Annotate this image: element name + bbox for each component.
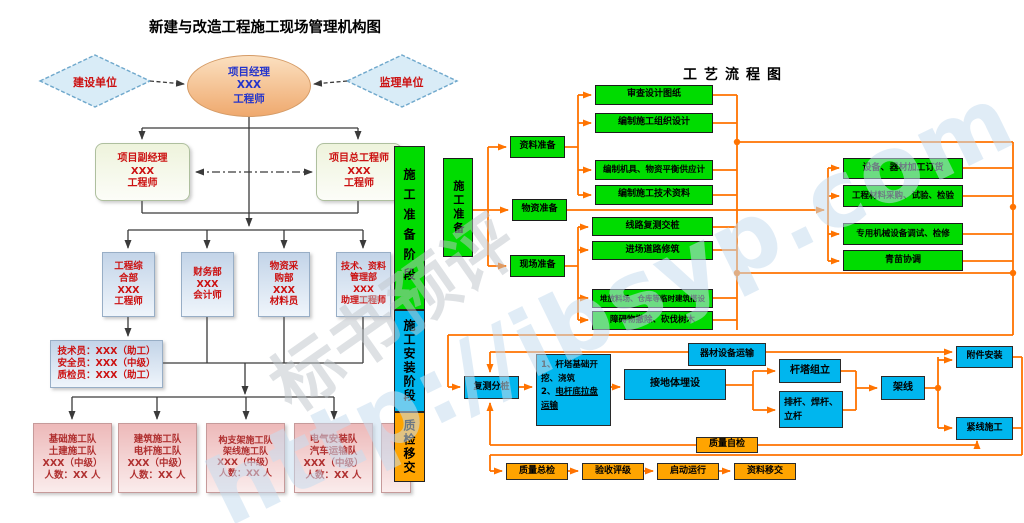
flow-obstacle-removal: 障碍物撤除、砍伐树木	[592, 311, 713, 330]
flow-temporary-facilities: 堆放料场、仓库等临时建筑搭设	[592, 289, 713, 308]
flow-construction-org-design: 编制施工组织设计	[595, 113, 713, 133]
flow-grounding: 接地体埋设	[624, 369, 726, 400]
project-manager-node: 项目经理 XXX 工程师	[187, 55, 311, 117]
flow-data-prep: 资料准备	[510, 136, 565, 158]
flow-resurvey-pits: 复测分桩	[464, 376, 519, 399]
dept-technical-records: 技术、资料 管理部 XXX 助理工程师	[336, 252, 391, 317]
flow-stringing: 架线	[881, 376, 925, 400]
flow-acceptance-rating: 验收评级	[582, 463, 644, 480]
flow-access-road: 进场道路修筑	[592, 241, 713, 260]
chief-engineer-node: 项目总工程师 XXX 工程师	[316, 143, 402, 201]
supervision-unit-label: 监理单位	[379, 76, 424, 89]
flow-pole-erection: 排杆、焊杆、 立杆	[779, 391, 843, 428]
flow-startup-operation: 启动运行	[657, 463, 719, 480]
flow-equipment-transport: 器材设备运输	[688, 343, 766, 366]
flow-construction-prep: 施工准备	[443, 158, 473, 257]
dept-material-procurement: 物资采 购部 XXX 材料员	[258, 252, 310, 317]
dept-general-engineering: 工程综 合部 XXX 工程师	[102, 252, 155, 317]
supervision-unit-diamond	[345, 54, 459, 108]
team-building: 建筑施工队 电杆施工队 XXX（中级） 人数：XX 人	[118, 423, 197, 493]
flow-equipment-ordering: 设备、器材加工订货	[843, 158, 963, 179]
phase-bar-handover: 质检移交	[394, 412, 425, 482]
flow-machinery-debug: 专用机械设备调试、检修	[843, 223, 963, 245]
phase-bar-installation: 施工安装阶段	[394, 310, 425, 412]
deputy-manager-node: 项目副经理 XXX 工程师	[95, 143, 190, 201]
flow-equipment-supply-plan: 编制机具、物资平衡供应计	[595, 160, 713, 180]
flow-chart-title: 工艺流程图	[683, 67, 788, 83]
team-frame-stringing: 构支架施工队 架线施工队 XXX（中级） 人数：XX 人	[206, 423, 285, 493]
flow-line-resurvey-stakes: 线路复测交桩	[592, 217, 713, 236]
team-electrical: 电气安装队 汽车运输队 XXX（中级） 人数：XX 人	[294, 423, 373, 493]
team-foundation: 基础施工队 土建施工队 XXX（中级） 人数：XX 人	[33, 423, 112, 493]
org-chart-title: 新建与改造工程施工现场管理机构图	[149, 20, 381, 36]
flow-quality-final-check: 质量总检	[506, 463, 568, 480]
flow-tower-assembly: 杆塔组立	[779, 359, 841, 383]
phase-bar-preparation: 施工准备阶段	[394, 146, 425, 310]
flow-material-purchase-test: 工程材料采购、试验、检验	[843, 185, 963, 207]
dept-finance: 财务部 XXX 会计师	[181, 252, 234, 317]
staff-list-box: 技术员：XXX（助工） 安全员：XXX（中级） 质检员：XXX（助工）	[50, 340, 163, 388]
flow-document-handover: 资料移交	[734, 463, 796, 480]
flow-crop-coordination: 青苗协调	[843, 250, 963, 271]
flow-site-prep: 现场准备	[510, 255, 565, 277]
flow-quality-self-check: 质量自检	[696, 437, 758, 453]
construction-unit-label: 建设单位	[73, 76, 117, 89]
flow-fittings-install: 附件安装	[956, 346, 1013, 368]
flow-material-prep: 物资准备	[512, 199, 567, 221]
flow-line-tensioning: 紧线施工	[956, 417, 1013, 440]
flow-review-drawings: 审查设计图纸	[595, 85, 713, 105]
flow-technical-documents: 编制施工技术资料	[595, 185, 713, 205]
